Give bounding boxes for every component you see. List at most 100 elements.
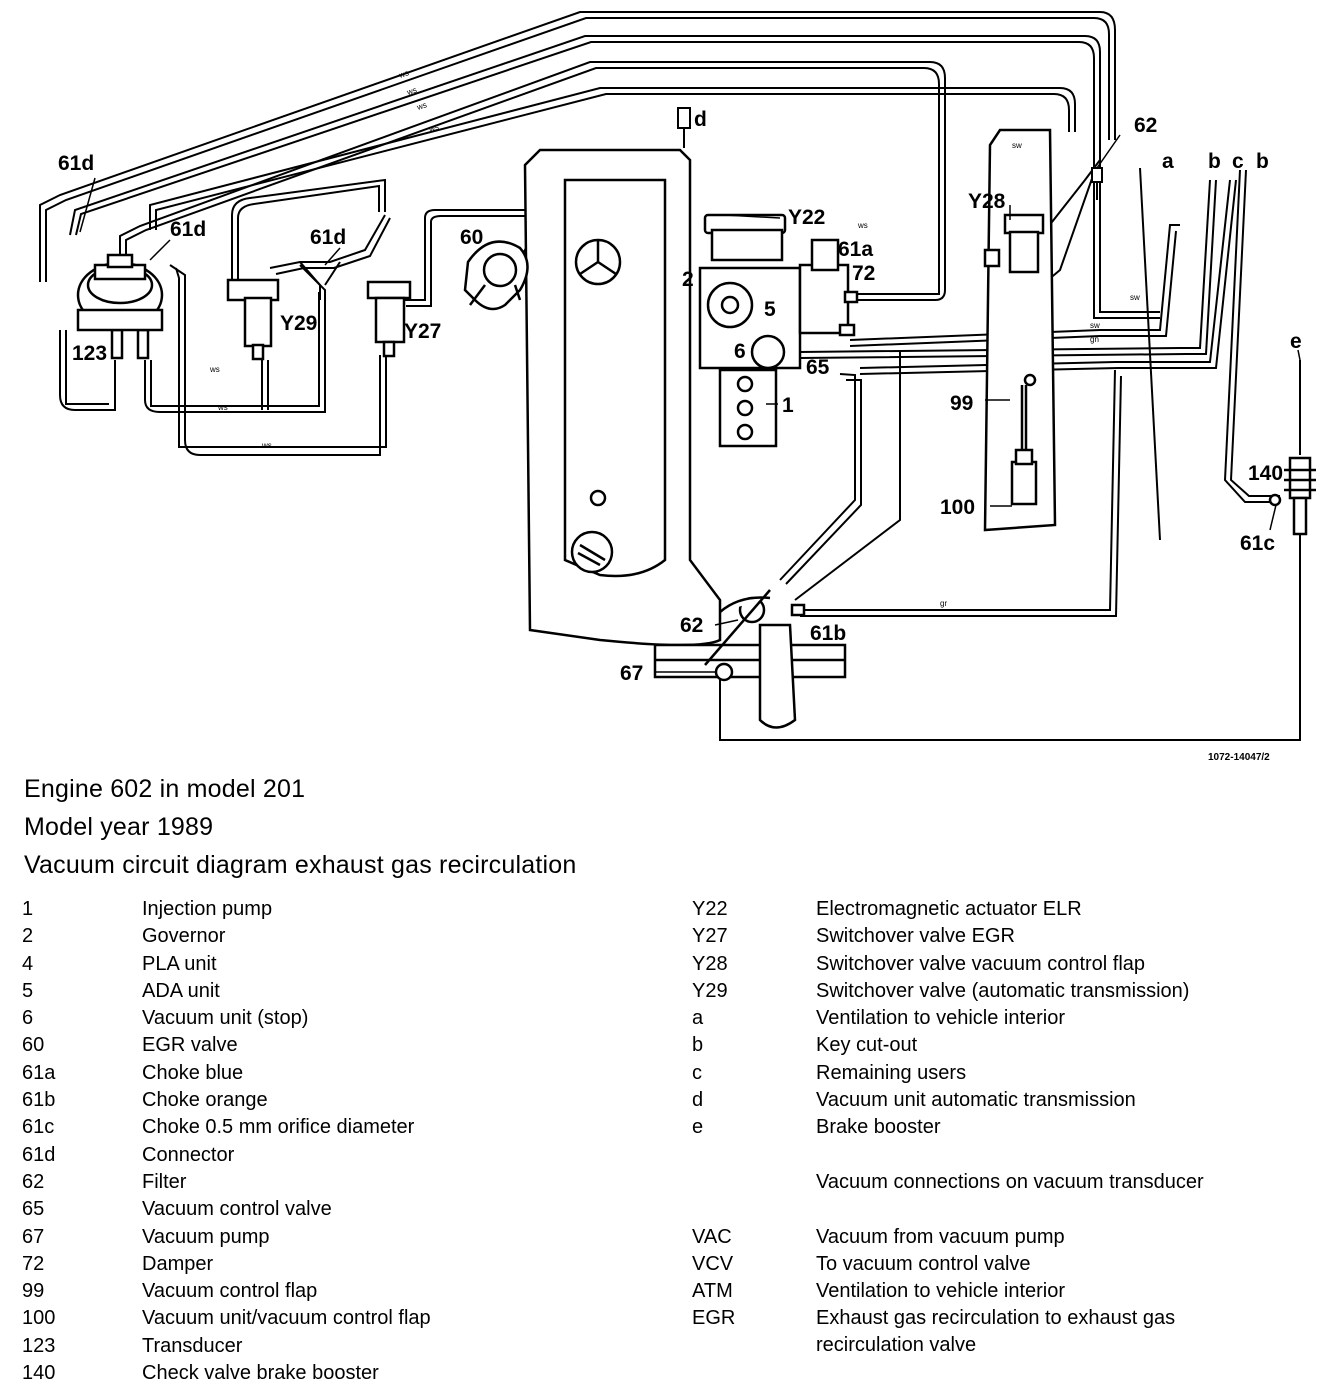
label-5: 5: [764, 298, 776, 321]
legend-desc: Switchover valve EGR: [816, 925, 1015, 948]
legend-row: e Brake booster: [692, 1114, 1332, 1141]
svg-text:ws: ws: [857, 221, 868, 230]
legend-desc: Damper: [142, 1252, 214, 1275]
legend-desc: Vacuum unit (stop): [142, 1007, 309, 1030]
legend-desc: Vacuum from vacuum pump: [816, 1225, 1065, 1248]
label-61b: 61b: [810, 622, 846, 645]
legend-desc: Ventilation to vehicle interior: [816, 1280, 1066, 1303]
legend-row: 6 Vacuum unit (stop): [22, 1005, 662, 1032]
legend-desc: Check valve brake booster: [142, 1362, 379, 1385]
legend-desc: Ventilation to vehicle interior: [816, 1007, 1066, 1030]
legend-desc: Vacuum unit automatic transmission: [816, 1089, 1136, 1112]
label-d: d: [694, 108, 707, 131]
legend-code: 65: [22, 1198, 45, 1221]
legend-code: 61b: [22, 1089, 56, 1112]
legend-code: e: [692, 1116, 704, 1139]
label-100: 100: [940, 496, 975, 519]
legend-desc: Brake booster: [816, 1116, 941, 1139]
legend-code: ATM: [692, 1280, 733, 1303]
legend-code: 5: [22, 979, 34, 1002]
legend-code: b: [692, 1034, 704, 1057]
legend-code: 1: [22, 898, 34, 920]
svg-text:ws: ws: [427, 122, 440, 134]
engine-title: Engine 602 in model 201: [24, 775, 306, 803]
svg-text:ws: ws: [209, 365, 220, 374]
label-6: 6: [734, 340, 746, 363]
legend-desc: Vacuum unit/vacuum control flap: [142, 1307, 431, 1330]
legend-code: Y29: [692, 979, 728, 1002]
label-61d-left: 61d: [58, 152, 94, 175]
label-a: a: [1162, 150, 1174, 173]
legend-code: a: [692, 1007, 704, 1030]
legend-code: 67: [22, 1225, 45, 1248]
label-61d-y: 61d: [310, 226, 346, 249]
legend-code: 4: [22, 952, 34, 975]
legend-desc: Key cut-out: [816, 1034, 918, 1057]
legend-desc: To vacuum control valve: [816, 1252, 1031, 1275]
label-y27: Y27: [404, 320, 441, 343]
legend-desc: Filter: [142, 1170, 187, 1193]
legend-code: EGR: [692, 1307, 736, 1330]
label-y29: Y29: [280, 312, 317, 335]
svg-text:ws: ws: [217, 403, 228, 412]
label-62-top: 62: [1134, 114, 1157, 137]
svg-text:ws: ws: [405, 85, 418, 97]
label-67: 67: [620, 662, 643, 685]
label-123: 123: [72, 342, 107, 365]
label-65: 65: [806, 356, 830, 379]
legend-desc: Electromagnetic actuator ELR: [816, 898, 1082, 920]
legend-spacer: [692, 1142, 1332, 1169]
reference-number: 1072-14047/2: [1208, 752, 1270, 763]
label-61c: 61c: [1240, 532, 1275, 555]
label-60: 60: [460, 226, 483, 249]
legend-code: 99: [22, 1280, 45, 1303]
legend-row: Vacuum connections on vacuum transducer: [692, 1169, 1332, 1196]
legend-code: Y28: [692, 952, 728, 975]
legend-desc: Injection pump: [142, 898, 273, 920]
legend-row: ATM Ventilation to vehicle interior: [692, 1278, 1332, 1305]
legend-desc: EGR valve: [142, 1034, 238, 1057]
legend-row: VCV To vacuum control valve: [692, 1251, 1332, 1278]
legend-desc: Choke blue: [142, 1061, 244, 1084]
svg-text:sw: sw: [1012, 141, 1022, 150]
legend-desc: Governor: [142, 925, 226, 948]
svg-text:sw: sw: [1130, 293, 1140, 302]
diagram-title: Vacuum circuit diagram exhaust gas recir…: [24, 851, 577, 879]
legend-spacer: [692, 1196, 1332, 1223]
legend-desc: Vacuum control flap: [142, 1280, 318, 1303]
svg-text:gn: gn: [1090, 335, 1099, 344]
legend-code: c: [692, 1061, 702, 1084]
legend-desc: Choke 0.5 mm orifice diameter: [142, 1116, 415, 1139]
legend-row: b Key cut-out: [692, 1032, 1332, 1059]
label-c: c: [1232, 150, 1244, 173]
legend-code: VCV: [692, 1252, 734, 1275]
label-61d-mid: 61d: [170, 218, 206, 241]
legend-code: 62: [22, 1170, 45, 1193]
legend-desc: Transducer: [142, 1334, 243, 1357]
legend-row: 99 Vacuum control flap: [22, 1278, 662, 1305]
legend-desc: Choke orange: [142, 1089, 268, 1112]
legend-code: 61d: [22, 1143, 56, 1166]
legend-desc: Vacuum control valve: [142, 1198, 332, 1221]
line-color-codes: ws ws ws ws ws ws ws ws sw sw gn sw gr: [209, 68, 1140, 608]
legend-code: 100: [22, 1307, 56, 1330]
legend-desc: Switchover valve vacuum control flap: [816, 952, 1146, 975]
label-72: 72: [852, 262, 875, 285]
legend-row: Y28 Switchover valve vacuum control flap: [692, 951, 1332, 978]
legend-code: Y27: [692, 925, 728, 948]
legend-row: 62 Filter: [22, 1169, 662, 1196]
legend-code: 6: [22, 1007, 34, 1030]
